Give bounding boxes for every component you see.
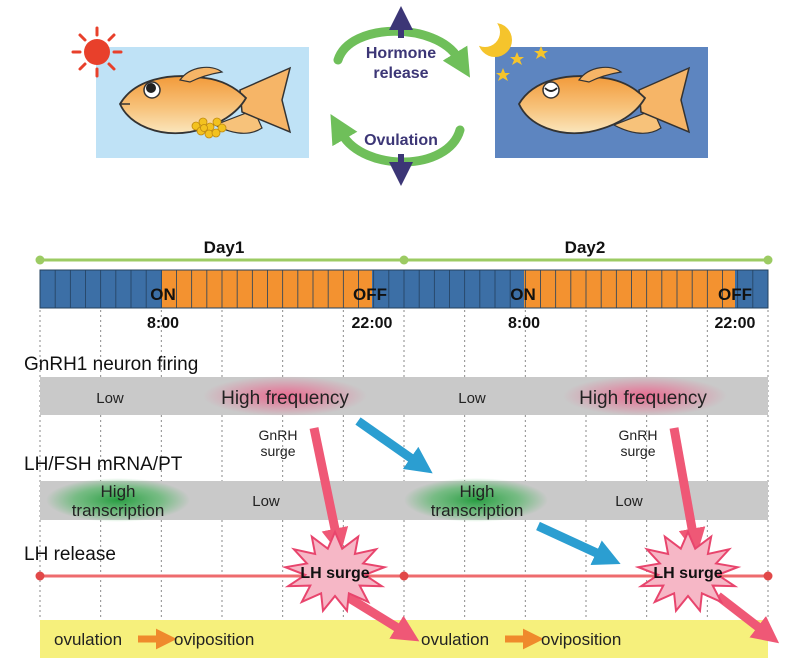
gnrh-high-day2: High frequency <box>579 388 707 409</box>
lhfsh-row-title: LH/FSH mRNA/PT <box>24 454 183 475</box>
on-label-day1: ON <box>150 285 176 304</box>
high-transcription-glow-day2 <box>404 478 548 522</box>
time-label: 8:00 <box>147 315 179 332</box>
gnrh-surge-day2-a: GnRH <box>619 427 658 443</box>
lhfsh-high-day2-a: High <box>460 482 495 501</box>
day1-label: Day1 <box>204 238 245 257</box>
moon-icon <box>470 17 512 57</box>
gnrh-high-day1: High frequency <box>221 388 349 409</box>
cycle-arrows: Hormone release Ovulation <box>330 5 471 186</box>
lhfsh-band: High transcription Low High transcriptio… <box>40 478 768 522</box>
upper-cycle-arrow <box>333 26 471 78</box>
oviposition-label-day2: oviposition <box>541 630 621 649</box>
pink-arrow-gnrh-surge-day2 <box>669 427 706 556</box>
pink-arrow-to-ovulation-day2 <box>715 592 780 644</box>
lhfsh-low-day1: Low <box>252 493 280 510</box>
time-labels: 8:00 22:00 8:00 22:00 <box>147 315 756 332</box>
blue-arrow-gnrh-to-lhfsh <box>355 417 433 474</box>
on-label-day2: ON <box>510 285 536 304</box>
gnrh-low-day1: Low <box>96 390 124 407</box>
release-label: release <box>373 65 428 82</box>
sleeping-fish-icon <box>517 66 691 135</box>
gnrh-surge-day1-b: surge <box>260 443 295 459</box>
ovulation-cycle-label: Ovulation <box>364 132 438 149</box>
day-timeline: Day1 Day2 <box>35 238 773 265</box>
time-label: 8:00 <box>508 315 540 332</box>
lhfsh-high-day1-b: transcription <box>72 501 165 520</box>
light-dark-bar: ON OFF ON OFF <box>39 269 769 309</box>
gnrh-low-day2: Low <box>458 390 486 407</box>
gnrh-surge-day2-b: surge <box>620 443 655 459</box>
pink-arrow-to-ovulation <box>343 592 420 642</box>
lh-surge-burst-day1: LH surge <box>281 529 389 614</box>
time-label: 22:00 <box>352 315 393 332</box>
lh-surge-burst-day2: LH surge <box>634 529 742 614</box>
off-label-day2: OFF <box>718 285 752 304</box>
day2-label: Day2 <box>565 238 606 257</box>
oviposition-label-day1: oviposition <box>174 630 254 649</box>
gnrh-row-title: GnRH1 neuron firing <box>24 354 198 375</box>
lhfsh-high-day1-a: High <box>101 482 136 501</box>
flow-arrows <box>309 417 780 644</box>
lhfsh-low-day2: Low <box>615 493 643 510</box>
high-frequency-glow-day1 <box>203 376 367 416</box>
fish-with-eggs-icon <box>118 66 292 139</box>
ovulation-label-day2: ovulation <box>421 630 489 649</box>
gnrh-surge-day1-a: GnRH <box>259 427 298 443</box>
sun-icon <box>71 26 123 78</box>
lh-release-line <box>35 571 773 581</box>
day-fish-illustration <box>71 26 309 158</box>
lh-surge-label-day2: LH surge <box>653 565 722 582</box>
hormone-label: Hormone <box>366 45 436 62</box>
time-label: 22:00 <box>715 315 756 332</box>
lhfsh-high-day2-b: transcription <box>431 501 524 520</box>
lh-release-row-title: LH release <box>24 544 116 565</box>
ovulation-band: ovulation oviposition ovulation oviposit… <box>40 620 768 658</box>
pink-arrow-gnrh-surge-day1 <box>309 427 349 556</box>
off-label-day1: OFF <box>353 285 387 304</box>
high-transcription-glow-day1 <box>46 478 190 522</box>
high-frequency-glow-day2 <box>563 376 727 416</box>
blue-arrow-lhfsh-to-release <box>536 521 621 566</box>
gnrh-band: Low High frequency Low High frequency <box>40 376 768 416</box>
stars-icon <box>496 46 548 81</box>
night-fish-illustration <box>470 17 708 158</box>
lh-surge-label-day1: LH surge <box>300 565 369 582</box>
gnrh-surge-labels: GnRH surge GnRH surge <box>259 427 658 459</box>
ovulation-label-day1: ovulation <box>54 630 122 649</box>
